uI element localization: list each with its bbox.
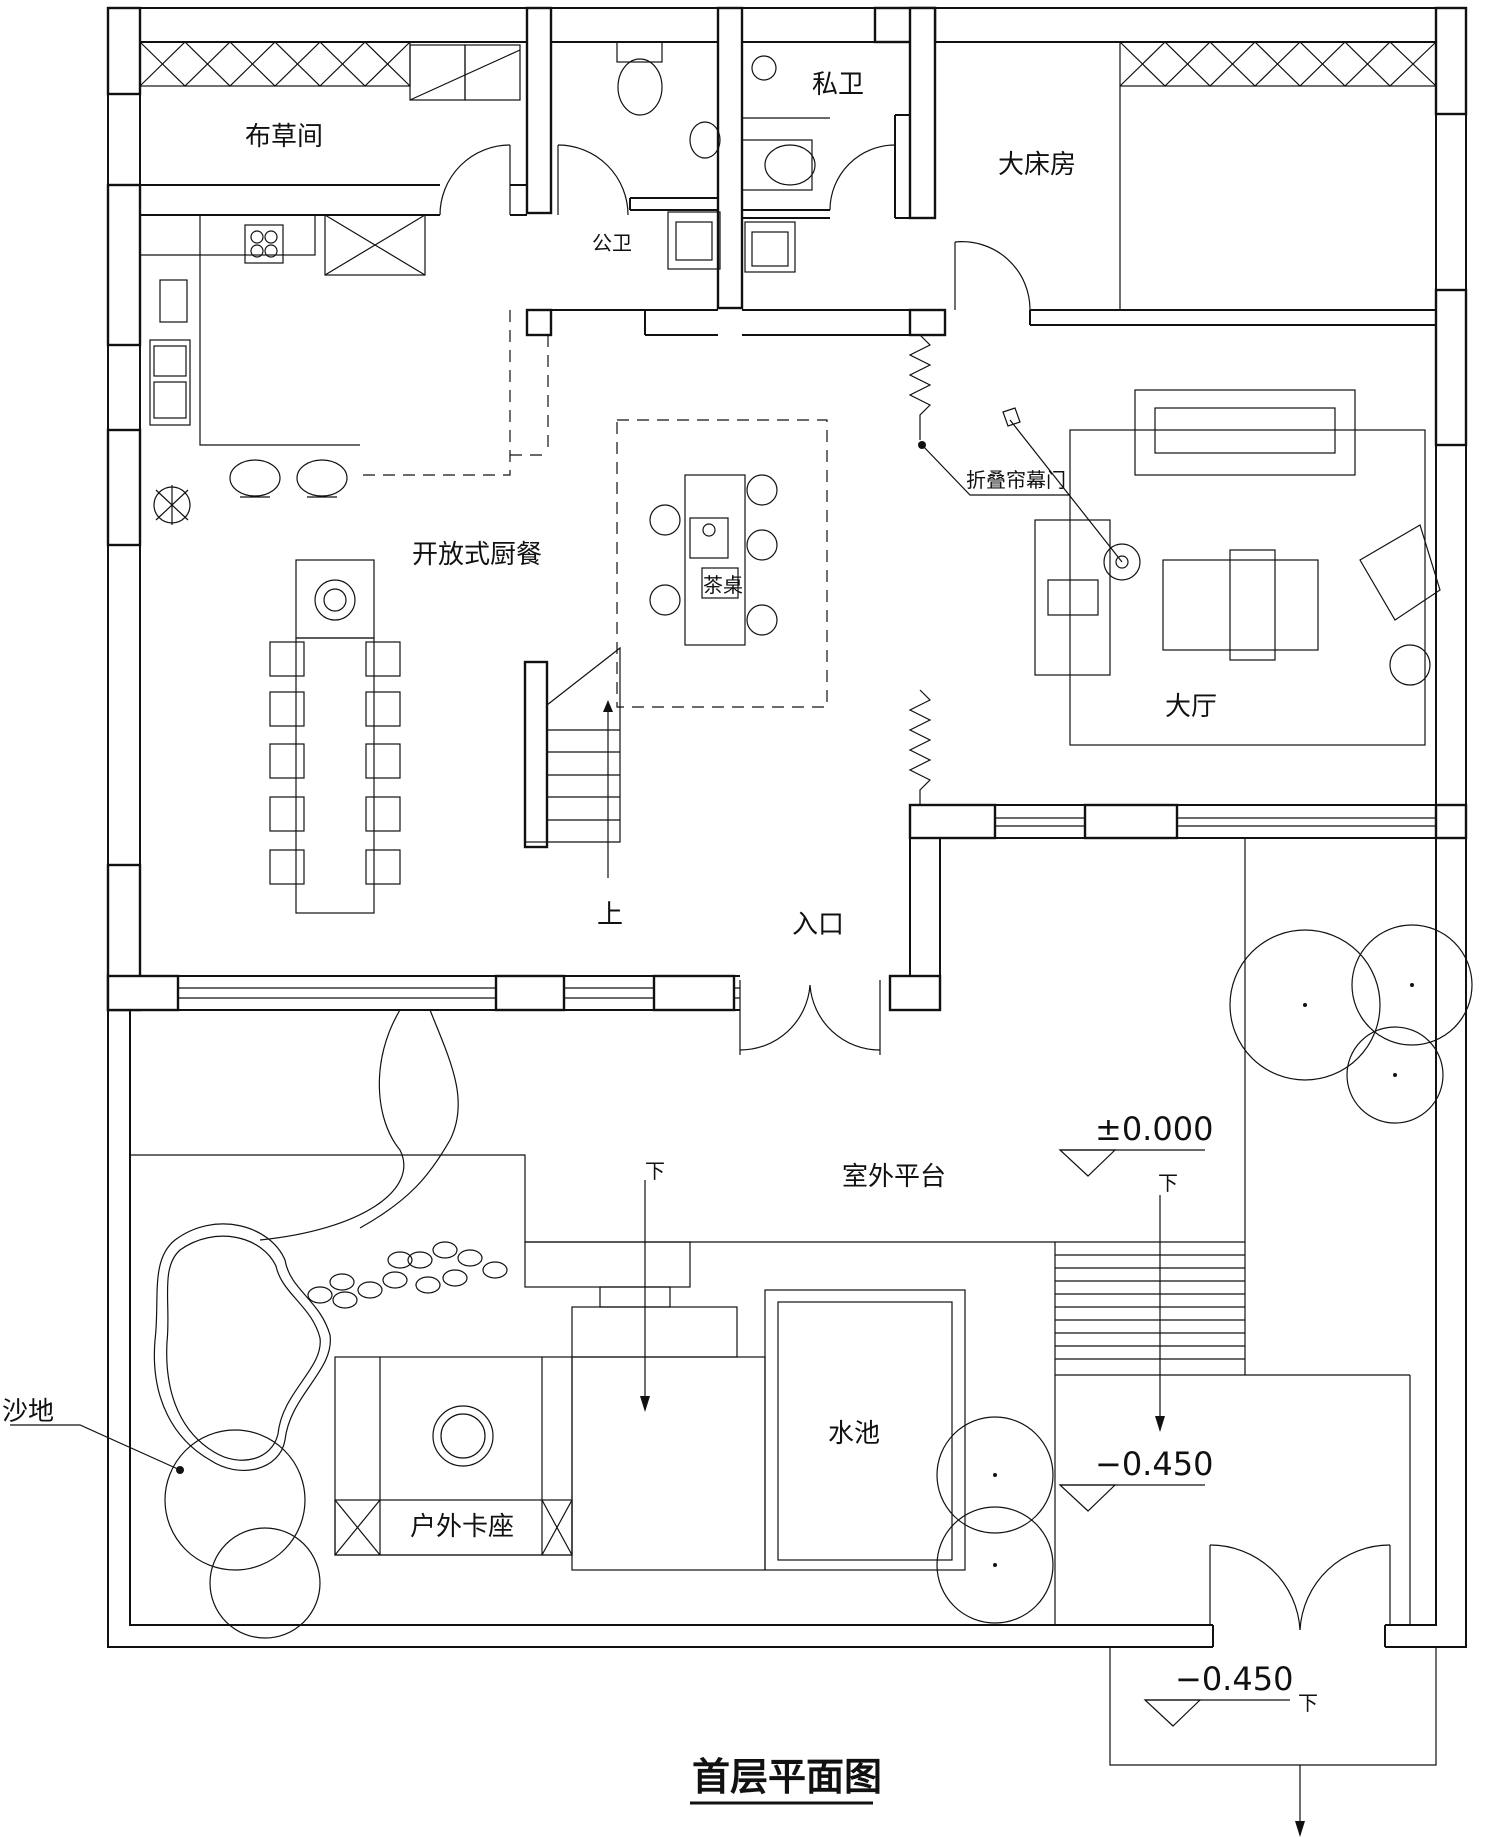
kitchen-fixtures xyxy=(139,41,521,525)
doors xyxy=(439,144,1391,1631)
label-pool: 水池 xyxy=(828,1419,880,1449)
level-terrace: ±0.000 xyxy=(1095,1110,1213,1148)
label-sand-area: 沙地 xyxy=(2,1397,54,1427)
label-open-kitchen-dining: 开放式厨餐 xyxy=(412,540,542,570)
label-down-3: 下 xyxy=(1298,1691,1318,1715)
tea-table xyxy=(649,474,778,646)
wc-fixtures xyxy=(616,41,830,273)
label-folding-curtain-door: 折叠帘幕门 xyxy=(966,468,1066,492)
label-entrance: 入口 xyxy=(792,910,844,940)
level-exterior: −0.450 xyxy=(1175,1660,1293,1698)
dining-table xyxy=(269,559,401,914)
dashed-lines xyxy=(355,309,828,708)
label-down-1: 下 xyxy=(645,1159,665,1183)
label-down-2: 下 xyxy=(1158,1171,1178,1195)
label-private-wc: 私卫 xyxy=(812,70,864,100)
wall-piers xyxy=(106,6,1468,1012)
level-garden: −0.450 xyxy=(1095,1445,1213,1483)
label-living-room: 大厅 xyxy=(1165,692,1217,722)
outdoor-garden xyxy=(10,838,1473,1837)
label-tea-table: 茶桌 xyxy=(703,573,743,597)
bedroom-fixtures xyxy=(1119,41,1437,310)
interior-walls xyxy=(140,42,1436,336)
label-outdoor-terrace: 室外平台 xyxy=(842,1162,946,1192)
drawing-title: 首层平面图 xyxy=(692,1755,882,1799)
label-public-wc: 公卫 xyxy=(592,231,632,255)
stair xyxy=(524,646,621,878)
label-stair-up: 上 xyxy=(597,900,623,930)
label-linen-room: 布草间 xyxy=(245,122,323,152)
label-master-bedroom: 大床房 xyxy=(998,150,1076,180)
living-furniture xyxy=(1002,389,1441,746)
label-outdoor-booth: 户外卡座 xyxy=(410,1512,514,1542)
